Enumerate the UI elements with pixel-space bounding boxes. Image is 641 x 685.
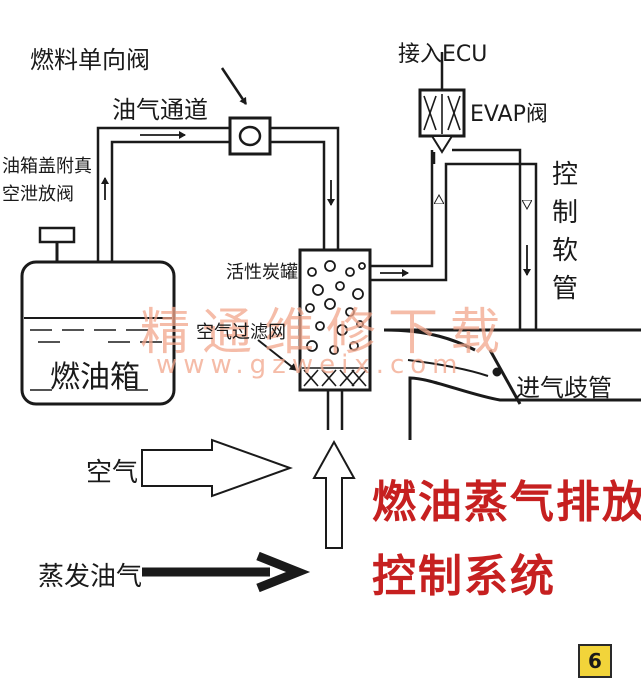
- label-cap-valve-1: 油箱盖附真: [2, 156, 92, 177]
- check-valve-pointer: [220, 67, 248, 105]
- legend-fuel-vapor-label: 蒸发油气: [38, 562, 143, 592]
- charcoal-canister: [298, 248, 372, 430]
- watermark-url: www.gzweix.com: [156, 350, 464, 380]
- label-fuel-tank: 燃油箱: [50, 360, 140, 395]
- title-line-2: 控制系统: [372, 551, 556, 602]
- page-number-badge: 6: [578, 644, 612, 678]
- label-check-valve: 燃料单向阀: [30, 46, 150, 74]
- label-control-hose: 控制软管: [551, 160, 578, 304]
- watermark-cn: 精通维修下载: [140, 303, 512, 361]
- fuel-vapor-arrow-icon: [142, 551, 311, 593]
- legend-air-label: 空气: [86, 458, 139, 488]
- intake-manifold: [383, 328, 641, 440]
- label-vapor-channel: 油气通道: [112, 96, 208, 124]
- label-cap-valve-2: 空泄放阀: [2, 184, 74, 205]
- filter-pointer: [257, 339, 297, 371]
- air-arrow-icon: [141, 438, 293, 498]
- evap-valve: [418, 52, 466, 164]
- label-evap-valve: EVAP阀: [470, 102, 548, 127]
- title-line-1: 燃油蒸气排放: [372, 477, 641, 528]
- control-hose: [452, 148, 538, 330]
- check-valve: [228, 116, 272, 156]
- label-intake-manifold: 进气歧管: [516, 374, 612, 402]
- label-canister: 活性炭罐: [226, 262, 298, 283]
- vapor-channel-pipe: [96, 126, 340, 262]
- purge-pipe: [370, 150, 452, 282]
- air-intake-arrow: [312, 439, 356, 549]
- label-air-filter: 空气过滤网: [196, 322, 286, 343]
- label-ecu: 接入ECU: [398, 42, 488, 67]
